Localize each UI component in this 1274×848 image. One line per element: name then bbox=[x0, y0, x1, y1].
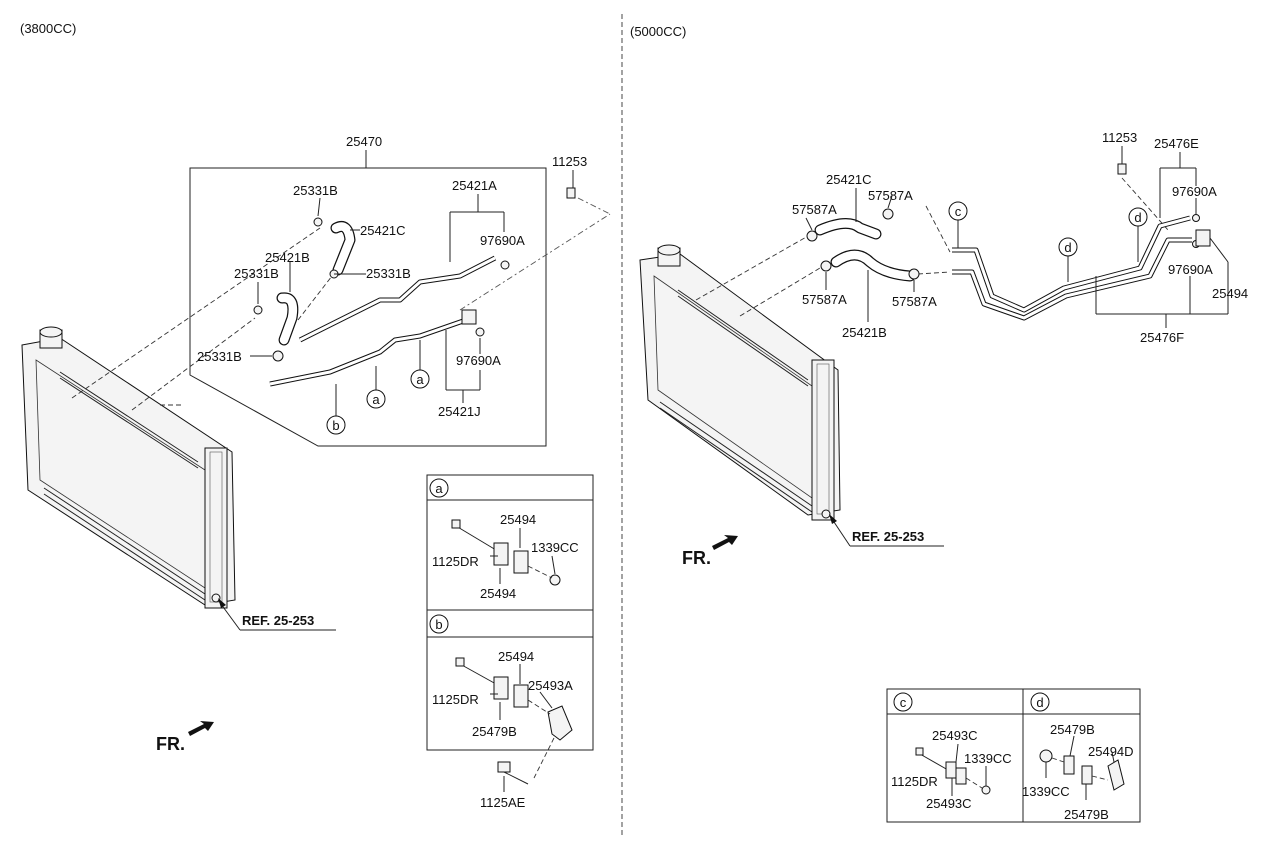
detail-a-25494-top: 25494 bbox=[500, 512, 536, 527]
tube-25421a-left bbox=[298, 255, 497, 343]
assembly-box-25470 bbox=[189, 167, 547, 447]
detail-d-1339cc: 1339CC bbox=[1022, 784, 1070, 799]
callout-b-left: b bbox=[326, 415, 346, 435]
detail-b-25494: 25494 bbox=[498, 649, 534, 664]
detail-c-25493c-bottom: 25493C bbox=[926, 796, 972, 811]
callout-d-right-2: d bbox=[1128, 207, 1148, 227]
label-25421a-left: 25421A bbox=[452, 178, 497, 193]
label-97690a-right-top: 97690A bbox=[1172, 184, 1217, 199]
detail-b-25479b: 25479B bbox=[472, 724, 517, 739]
label-25421c-right: 25421C bbox=[826, 172, 872, 187]
detail-c-1339cc: 1339CC bbox=[964, 751, 1012, 766]
svg-text:a: a bbox=[416, 372, 424, 387]
detail-box-b: b 25494 1125DR 25493A 25479B bbox=[426, 609, 594, 779]
fr-label-right: FR. bbox=[682, 548, 711, 568]
callout-a-left-1: a bbox=[366, 389, 386, 409]
detail-d-25479b-top: 25479B bbox=[1050, 722, 1095, 737]
detail-d-header: d bbox=[1036, 695, 1043, 710]
label-25421b-left: 25421B bbox=[265, 250, 310, 265]
detail-b-header: b bbox=[435, 617, 442, 632]
detail-d-25494d: 25494D bbox=[1088, 744, 1134, 759]
radiator-left bbox=[21, 326, 236, 609]
detail-a-header: a bbox=[435, 481, 443, 496]
label-25470: 25470 bbox=[346, 134, 382, 149]
ref-25-253-left: REF. 25-253 bbox=[242, 613, 314, 628]
section-title-3800cc: (3800CC) bbox=[20, 21, 76, 36]
detail-a-1339cc: 1339CC bbox=[531, 540, 579, 555]
radiator-right bbox=[639, 244, 841, 521]
label-11253-left: 11253 bbox=[552, 154, 587, 169]
detail-d-25479b-bottom: 25479B bbox=[1064, 807, 1109, 822]
tube-25476e-right bbox=[952, 215, 1191, 313]
detail-c-header: c bbox=[900, 695, 907, 710]
detail-c-1125dr: 1125DR bbox=[891, 774, 938, 789]
label-25476e: 25476E bbox=[1154, 136, 1199, 151]
label-25331b-top: 25331B bbox=[293, 183, 338, 198]
label-25421j-left: 25421J bbox=[438, 404, 481, 419]
label-57587a-2: 57587A bbox=[868, 188, 913, 203]
ref-25-253-right: REF. 25-253 bbox=[852, 529, 924, 544]
callout-c-right: c bbox=[948, 201, 968, 221]
label-25421c-left: 25421C bbox=[360, 223, 406, 238]
hose-25421c-right bbox=[814, 218, 882, 240]
tube-25421j-left bbox=[269, 317, 467, 387]
bolt-1125ae bbox=[497, 761, 529, 792]
callout-a-left-2: a bbox=[410, 369, 430, 389]
section-title-5000cc: (5000CC) bbox=[630, 24, 686, 39]
detail-box-c: c 25493C 1125DR 1339CC 25493C bbox=[886, 688, 1140, 823]
hose-25421b-left bbox=[276, 292, 299, 346]
svg-text:b: b bbox=[332, 418, 339, 433]
label-25421b-right: 25421B bbox=[842, 325, 887, 340]
label-25331b-left: 25331B bbox=[234, 266, 279, 281]
detail-b-1125dr: 1125DR bbox=[432, 692, 479, 707]
label-25476f: 25476F bbox=[1140, 330, 1184, 345]
label-25331b-bottom: 25331B bbox=[197, 349, 242, 364]
svg-text:d: d bbox=[1134, 210, 1141, 225]
detail-box-a: a 25494 1125DR 1339CC 25494 bbox=[426, 474, 594, 611]
detail-b-25493a: 25493A bbox=[528, 678, 573, 693]
hose-25421b-right bbox=[830, 249, 916, 282]
label-97690a-right-bottom: 97690A bbox=[1168, 262, 1213, 277]
detail-box-d: d 25479B 25494D 1339CC 25479B bbox=[1022, 688, 1141, 823]
svg-text:a: a bbox=[372, 392, 380, 407]
fr-arrow-left bbox=[188, 721, 214, 736]
fr-arrow-right bbox=[712, 535, 738, 550]
label-25494-right: 25494 bbox=[1212, 286, 1248, 301]
callout-d-right-1: d bbox=[1058, 237, 1078, 257]
label-97690a-left-top: 97690A bbox=[480, 233, 525, 248]
label-97690a-left-bottom: 97690A bbox=[456, 353, 501, 368]
detail-a-1125dr: 1125DR bbox=[432, 554, 479, 569]
label-57587a-4: 57587A bbox=[892, 294, 937, 309]
label-11253-right: 11253 bbox=[1102, 130, 1137, 145]
detail-a-25494-bottom: 25494 bbox=[480, 586, 516, 601]
label-57587a-1: 57587A bbox=[792, 202, 837, 217]
svg-text:c: c bbox=[955, 204, 962, 219]
fr-label-left: FR. bbox=[156, 734, 185, 754]
hose-25421c-left bbox=[330, 221, 356, 276]
label-1125ae: 1125AE bbox=[480, 795, 526, 810]
tube-25476f-right bbox=[952, 237, 1192, 321]
svg-text:d: d bbox=[1064, 240, 1071, 255]
label-57587a-3: 57587A bbox=[802, 292, 847, 307]
label-25331b-mid: 25331B bbox=[366, 266, 411, 281]
detail-c-25493c-top: 25493C bbox=[932, 728, 978, 743]
